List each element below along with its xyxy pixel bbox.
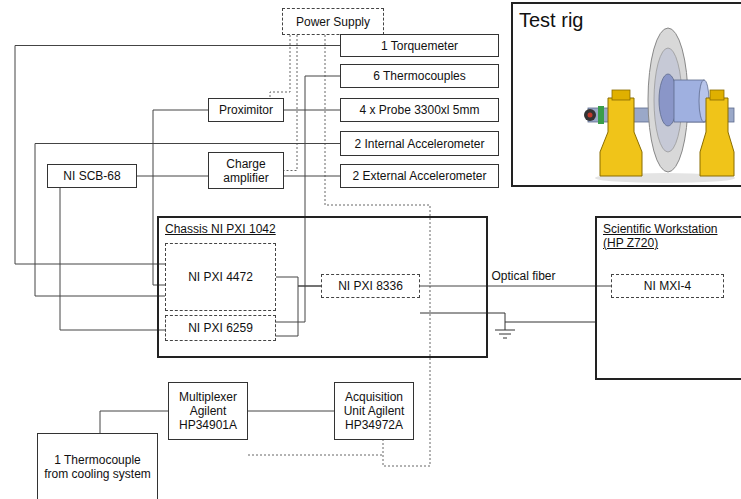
box-label: NI PXI 8336 [338,279,403,293]
component-box: 2 External Accelerometer [340,164,499,188]
box-label: Proximitor [219,103,273,117]
module-box: NI PXI 4472 [165,243,276,311]
module-box: NI PXI 8336 [321,274,420,298]
box-label: NI PXI 4472 [188,270,253,284]
box-label: NI SCB-68 [63,169,120,183]
power-wire [248,455,383,456]
box-label: NI PXI 6259 [188,321,253,335]
signal-wire [100,411,168,433]
group-box: NI MXI-4 Scientific Workstation (HP Z720) [595,216,741,380]
signal-wire [284,110,340,111]
component-box: Acquisition Unit Agilent HP34972A [334,382,414,440]
group-heading: Test rig [519,8,583,32]
power-wire [284,35,297,171]
module-box: NI MXI-4 [611,274,724,298]
signal-wire [35,144,340,297]
box-label: 4 x Probe 3300xl 5mm [359,103,479,117]
group-heading: Scientific Workstation (HP Z720) [603,222,737,250]
box-label: Power Supply [296,15,370,29]
box-label: Multiplexer Agilent HP34901A [173,390,243,432]
signal-wire [420,286,611,287]
signal-wire [276,286,321,336]
group-heading: Chassis NI PXI 1042 [165,222,276,236]
component-box: Charge amplifier [208,152,284,189]
module-box: Power Supply [282,8,384,35]
signal-wire [60,188,165,330]
box-label: Acquisition Unit Agilent HP34972A [339,390,409,432]
box-label: 1 Torquemeter [381,39,458,53]
box-label: 2 External Accelerometer [352,169,486,183]
module-box: NI PXI 6259 [165,315,276,341]
component-box: 2 Internal Accelerometer [340,131,499,156]
edge-label: Optical fiber [488,269,558,283]
signal-wire [15,46,340,265]
component-box: NI SCB-68 [47,164,137,188]
box-label: 1 Thermocouple from cooling system [42,453,153,481]
box-label: 6 Thermocouples [373,69,466,83]
signal-wire [276,277,321,286]
group-box: NI PXI 4472 NI PXI 8336 NI PXI 6259 Chassis… [157,216,488,358]
signal-wire [137,176,208,177]
box-label: Charge amplifier [213,157,279,185]
component-box: 1 Thermocouple from cooling system [37,433,158,499]
signal-wire [276,76,340,322]
component-box: Multiplexer Agilent HP34901A [168,382,248,440]
component-box: 6 Thermocouples [340,64,499,88]
component-box: Proximitor [208,98,284,122]
ground-symbol [420,313,595,338]
component-box: 4 x Probe 3300xl 5mm [340,98,499,122]
box-label: 2 Internal Accelerometer [354,137,484,151]
power-wire [270,35,290,98]
signal-wire [284,176,340,177]
test-rig-illustration [584,28,735,183]
component-box: 1 Torquemeter [340,34,499,57]
signal-wire [248,411,334,412]
group-box: Test rig [511,2,741,187]
box-label: NI MXI-4 [644,279,691,293]
signal-wire [153,110,208,285]
